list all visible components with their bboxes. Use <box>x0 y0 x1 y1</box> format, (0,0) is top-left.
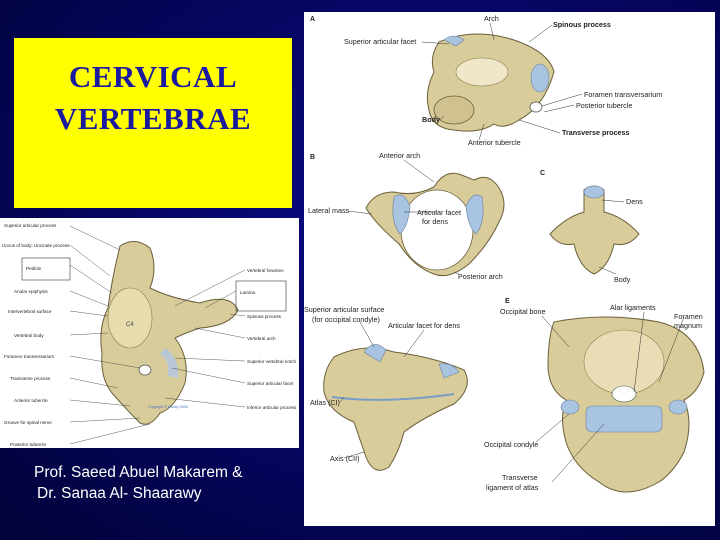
label-anterior-tubercle-a: Anterior tubercle <box>468 138 521 147</box>
label-superior-articular-facet: Superior articular facet <box>247 381 294 386</box>
articular-facet-shape <box>160 348 179 378</box>
c4-bone-shape <box>100 241 239 425</box>
label-axis-cii: Axis (CII) <box>330 454 360 463</box>
label-vertebral-foramen: Vertebral foramen <box>247 268 284 273</box>
title-box: CERVICAL VERTEBRAE <box>14 38 292 208</box>
label-spinous-process-a: Spinous process <box>553 20 611 29</box>
label-superior-articular-facet-a: Superior articular facet <box>344 37 416 46</box>
title-line-2: VERTEBRAE <box>54 101 252 136</box>
label-ligament-of-atlas: ligament of atlas <box>486 483 539 492</box>
panel-a-leaders <box>421 22 583 141</box>
label-superior-articular-surface: Superior articular surface <box>304 305 384 314</box>
label-superior-articular-process: Superior articular process <box>4 223 57 228</box>
panel-c-leaders <box>598 199 625 275</box>
slide-title: CERVICAL VERTEBRAE <box>14 56 292 140</box>
label-articular-facet-b: Articular facet <box>417 208 461 217</box>
label-magnum: magnum <box>674 321 702 330</box>
panel-d-leaders <box>339 321 425 459</box>
panel-letter-a: A <box>310 16 315 23</box>
label-transverse-process-a: Transverse process <box>562 128 630 137</box>
label-inferior-articular-process: Inferior articular process <box>247 405 297 410</box>
label-lateral-mass: Lateral mass <box>308 206 350 215</box>
label-lamina: Lamina <box>240 290 256 295</box>
label-superior-vertebral-notch: Superior vertebral notch <box>247 359 296 364</box>
label-groove-for-spinal-nerve: Groove for spinal nerve <box>4 420 52 425</box>
label-for-dens: for dens <box>422 217 448 226</box>
label-body-a: Body <box>422 115 440 124</box>
panel-letter-c: C <box>540 170 545 177</box>
panel-letter-e: E <box>505 298 510 305</box>
panel-b-leaders <box>347 159 460 275</box>
label-arch: Arch <box>484 14 499 23</box>
authors-credit: Prof. Saeed Abuel Makarem & Dr. Sanaa Al… <box>34 462 243 504</box>
label-uncus-of-body: Uncus of body; Uncinate process <box>2 243 70 248</box>
label-vertebral-body: Vertebral body <box>14 333 44 338</box>
label-anular-epiphysis: Anular epiphysis <box>14 289 48 294</box>
label-anterior-arch: Anterior arch <box>379 151 420 160</box>
label-occipital-bone: Occipital bone <box>500 307 546 316</box>
label-occipital-condyle: Occipital condyle <box>484 440 538 449</box>
panel-d-atlas-axis <box>323 344 468 471</box>
label-vertebral-arch: Vertebral arch <box>247 336 276 341</box>
label-transverse: Transverse <box>502 473 538 482</box>
lamina-box <box>235 280 287 312</box>
foramen-shape <box>138 364 152 376</box>
label-anterior-tubercle: Anterior tubercle <box>14 398 48 403</box>
panel-c-axis <box>549 185 640 275</box>
author-line-2: Dr. Sanaa Al- Shaarawy <box>37 485 202 502</box>
label-foramen: Foramen <box>674 312 703 321</box>
label-transverse-process: Transverse process <box>10 376 51 381</box>
cervical-panels-figure: A B C E Arch Spinous process Superior ar… <box>304 12 715 526</box>
panel-letter-b: B <box>310 154 315 161</box>
label-for-occipital-condyle: (for occipital condyle) <box>312 315 380 324</box>
label-posterior-tubercle: Posterior tubercle <box>10 442 46 447</box>
label-spinous-process: Spinous process <box>247 314 282 319</box>
c4-label: C4 <box>126 322 134 328</box>
label-articular-facet-for-dens: Articular facet for dens <box>388 321 460 330</box>
label-dens: Dens <box>626 197 643 206</box>
label-foramen-transversarium: Foramen transversarium <box>4 354 54 359</box>
c4-vertebra-illustration: C4 Copyright © Mosby 2006 Superior <box>2 223 297 447</box>
label-alar-ligaments: Alar ligaments <box>610 303 656 312</box>
pedicle-box <box>21 257 71 281</box>
vertebral-body-shape <box>107 287 153 349</box>
label-intervertebral-surface: Intervertebral surface <box>8 309 52 314</box>
label-pedicle: Pedicle <box>26 266 42 271</box>
panel-b-atlas <box>365 172 505 277</box>
c4-vertebra-figure: C4 Copyright © Mosby 2006 Superior <box>0 218 299 448</box>
leader-lines <box>69 225 246 445</box>
author-line-1: Prof. Saeed Abuel Makarem & <box>34 464 243 481</box>
label-body-c: Body <box>614 275 631 284</box>
copyright-text: Copyright © Mosby 2006 <box>148 405 188 409</box>
cervical-panels-illustration: A B C E Arch Spinous process Superior ar… <box>304 14 705 493</box>
label-posterior-arch: Posterior arch <box>458 272 503 281</box>
panel-e-leaders <box>535 311 685 483</box>
title-line-1: CERVICAL <box>68 59 238 94</box>
panel-a-vertebra <box>426 33 555 132</box>
label-atlas-ci: Atlas (CI) <box>310 398 340 407</box>
label-foramen-transversarium-a: Foramen transversarium <box>584 90 662 99</box>
panel-e-occipital <box>547 316 705 493</box>
label-posterior-tubercle-a: Posterior tubercle <box>576 101 632 110</box>
